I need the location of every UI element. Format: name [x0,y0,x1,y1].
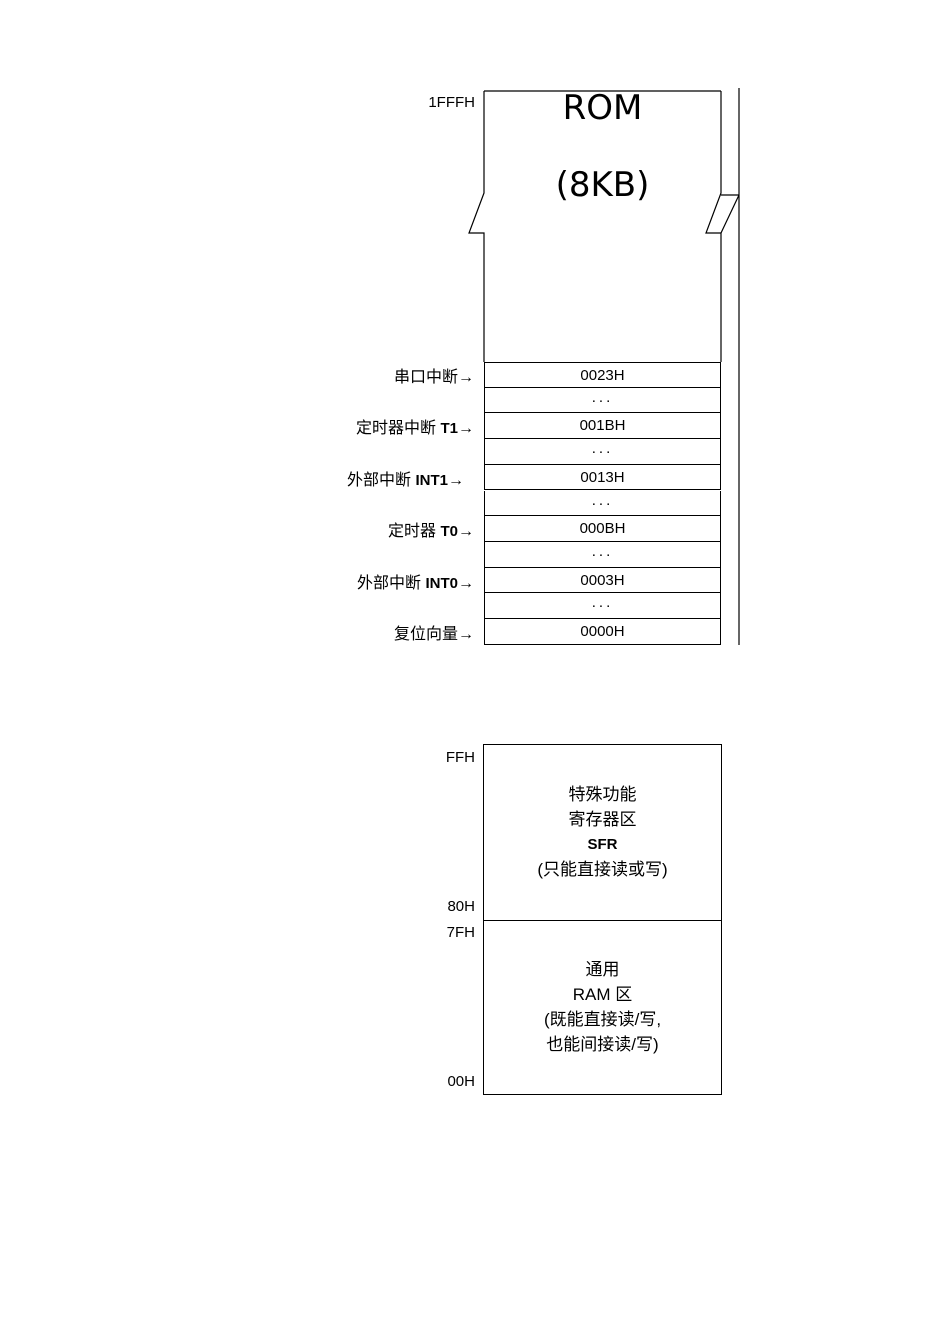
rom-vector-cell: 000BH [484,516,721,542]
arrow-right-icon: → [458,420,474,438]
sfr-top-address: FFH [445,749,475,766]
general-ram-description: 通用 RAM 区 (既能直接读/写, 也能间接读/写) [484,957,721,1057]
rom-vector-cell: 0000H [484,619,721,645]
ram-line1: 通用 [585,960,620,979]
rom-gap-cell: ... [484,541,721,568]
rom-gap-cell: ... [484,490,721,517]
rom-size: (8KB) [555,165,650,205]
arrow-right-icon: → [458,574,474,592]
label-text: 定时器中断 [356,420,441,438]
label-text: 定时器 [388,523,441,541]
rom-left-edge [468,91,485,362]
rom-vector-label: 定时器中断 T1→ [174,414,474,438]
general-ram-region [483,920,722,1095]
sfr-line1: 特殊功能 [568,785,637,804]
rom-cell-value: 001BH [579,417,626,435]
rom-vector-cell: 0003H [484,567,721,594]
rom-top-address: 1FFFH [428,94,475,111]
label-text: 外部中断 [357,574,426,592]
label-text: 外部中断 [347,471,416,489]
arrow-right-icon: → [458,523,474,541]
ram-bottom-address: 00H [447,1073,475,1090]
rom-vector-cell: 001BH [484,413,721,440]
rom-vector-label: 定时器 T0→ [174,517,474,541]
rom-cell-value: ... [591,491,614,509]
label-bold-text: T0 [440,523,458,541]
ram-line3: (既能直接读/写, [543,1010,662,1029]
ram-top-address: 7FH [446,924,475,941]
label-bold-text: T1 [440,420,458,438]
rom-gap-cell: ... [484,593,721,619]
rom-cell-value: ... [591,388,614,406]
rom-vector-label: 外部中断 INT0→ [174,569,474,593]
rom-cell-value: ... [591,440,614,458]
rom-vector-label: 外部中断 INT1→ [164,466,464,490]
rom-gap-cell: ... [484,439,721,465]
ram-line4: 也能间接读/写) [546,1035,659,1054]
rom-title: ROM [562,88,643,128]
rom-cell-value: 0000H [580,623,625,640]
label-text: 复位向量 [393,626,458,643]
ram-line2: RAM 区 [572,985,633,1004]
rom-gap-cell: ... [484,387,721,414]
label-bold-text: INT0 [425,574,458,592]
arrow-right-icon: → [458,626,474,643]
rom-vector-cell: 0023H [484,362,721,388]
rom-cell-value: ... [591,594,614,612]
rom-cell-value: 000BH [579,520,626,538]
rom-cell-value: 0013H [580,468,625,486]
label-text: 串口中断 [393,369,458,386]
arrow-right-icon: → [458,369,474,386]
sfr-region [483,744,722,921]
sfr-line4: (只能直接读或写) [537,860,668,879]
rom-vector-label: 串口中断→ [174,363,474,387]
rom-right-edge [705,91,722,362]
rom-cell-value: 0003H [580,571,625,589]
sfr-description: 特殊功能 寄存器区 SFR (只能直接读或写) [484,782,721,882]
label-bold-text: INT1 [415,471,448,489]
sfr-line3: SFR [587,836,618,853]
rom-vector-label: 复位向量→ [174,620,474,644]
sfr-bottom-address: 80H [447,898,475,915]
rom-cell-value: 0023H [580,367,625,384]
rom-vector-cell: 0013H [484,464,721,491]
rom-break-right-diag [720,194,740,234]
sfr-line2: 寄存器区 [568,810,637,829]
arrow-right-icon: → [448,471,464,489]
rom-cell-value: ... [591,542,614,560]
